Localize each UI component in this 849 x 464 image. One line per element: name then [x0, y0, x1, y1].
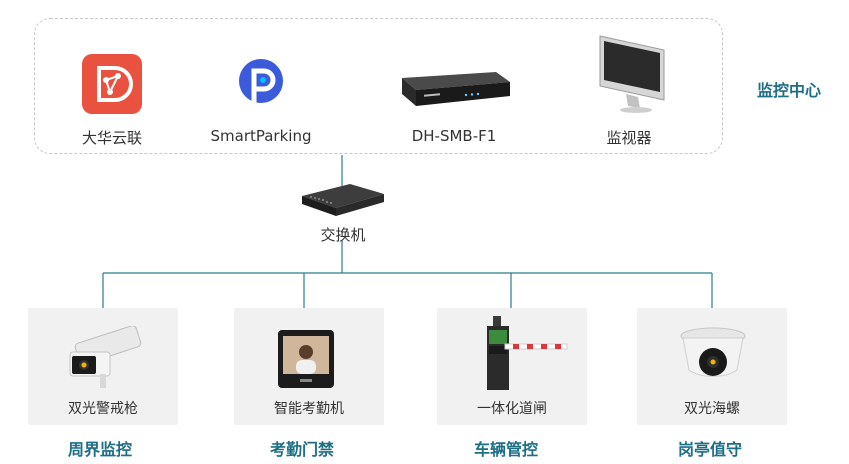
- switch-label: 交换机: [320, 226, 366, 244]
- server-box-icon: [396, 68, 512, 110]
- monitor-icon: [596, 34, 668, 114]
- device-label-dome-camera: 双光海螺: [684, 401, 740, 417]
- node-label-smartparking: SmartParking: [210, 127, 312, 145]
- node-label-dahua-cloud: 大华云联: [81, 129, 142, 147]
- attendance-terminal-icon: [278, 330, 334, 388]
- dome-camera-icon: [677, 324, 749, 388]
- category-label-attendance: 考勤门禁: [270, 440, 335, 459]
- bullet-camera-icon: [66, 325, 144, 390]
- category-label-booth: 岗亭值守: [678, 440, 743, 459]
- control-center-title: 监控中心: [757, 81, 822, 100]
- node-label-monitor: 监视器: [606, 129, 652, 147]
- device-label-barrier-gate: 一体化道闸: [477, 401, 547, 417]
- device-card-bullet-camera: 双光警戒枪: [28, 308, 178, 425]
- device-card-dome-camera: 双光海螺: [637, 308, 787, 425]
- control-center-group: [34, 18, 723, 154]
- dahua-cloud-app-icon: [82, 54, 142, 114]
- device-card-attendance-terminal: 智能考勤机: [234, 308, 384, 425]
- category-label-perimeter: 周界监控: [68, 440, 133, 459]
- device-label-bullet-camera: 双光警戒枪: [68, 401, 138, 417]
- device-label-attendance-terminal: 智能考勤机: [274, 401, 344, 417]
- smartparking-app-icon: [232, 54, 290, 112]
- network-switch-icon: [300, 180, 386, 220]
- node-label-dh-smb-f1: DH-SMB-F1: [411, 127, 497, 145]
- barrier-gate-icon: [481, 310, 571, 392]
- device-card-barrier-gate: 一体化道闸: [437, 308, 587, 425]
- category-label-vehicle: 车辆管控: [474, 440, 539, 459]
